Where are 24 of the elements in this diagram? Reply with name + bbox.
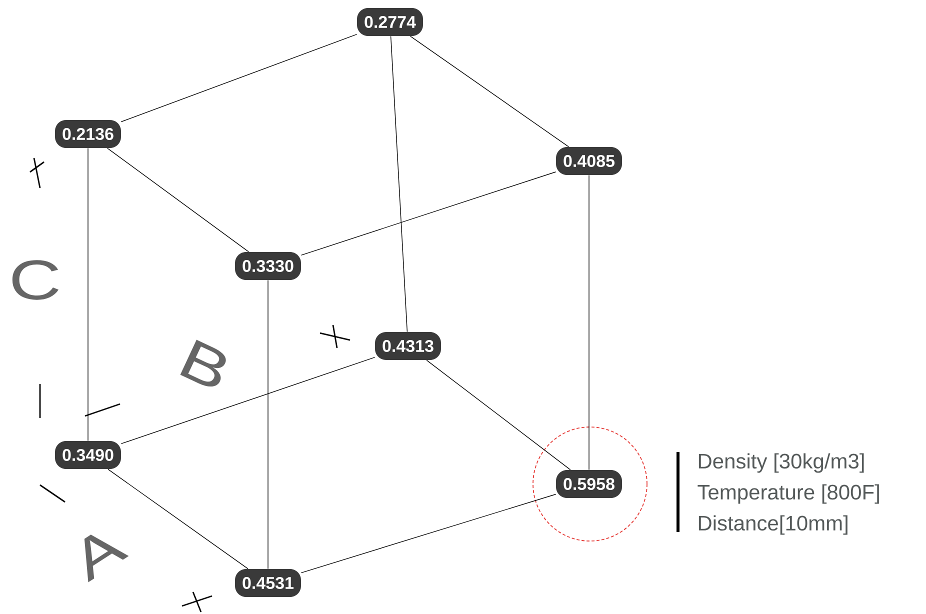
value-pill: 0.3490: [55, 441, 121, 469]
cube-edge: [588, 174, 590, 470]
value-pill: 0.3330: [235, 252, 301, 280]
value-pill: 0.2136: [55, 120, 121, 148]
value-pill: 0.4313: [375, 332, 441, 360]
cube-edge: [300, 172, 556, 256]
cube-edge: [120, 34, 358, 122]
cube-edge: [390, 36, 408, 332]
legend-text: Temperature [800F]: [698, 484, 879, 504]
axis-label: A: [84, 534, 129, 582]
value-pill: 0.2774: [357, 8, 423, 36]
value-pill: 0.4531: [235, 569, 301, 597]
axis-label: B: [180, 340, 226, 386]
legend-text: Distance[10mm]: [698, 515, 848, 535]
legend-text: Density [30kg/m3]: [698, 453, 864, 473]
axis-label: C: [12, 260, 59, 300]
cube-edge: [107, 148, 249, 252]
value-pill: 0.5958: [556, 470, 622, 498]
value-pill: 0.4085: [556, 147, 622, 175]
cube-edge: [108, 468, 248, 570]
cube-edge: [410, 36, 570, 148]
cube-edge: [426, 360, 571, 470]
cube-edge: [120, 356, 376, 444]
cube-edge: [300, 494, 556, 574]
